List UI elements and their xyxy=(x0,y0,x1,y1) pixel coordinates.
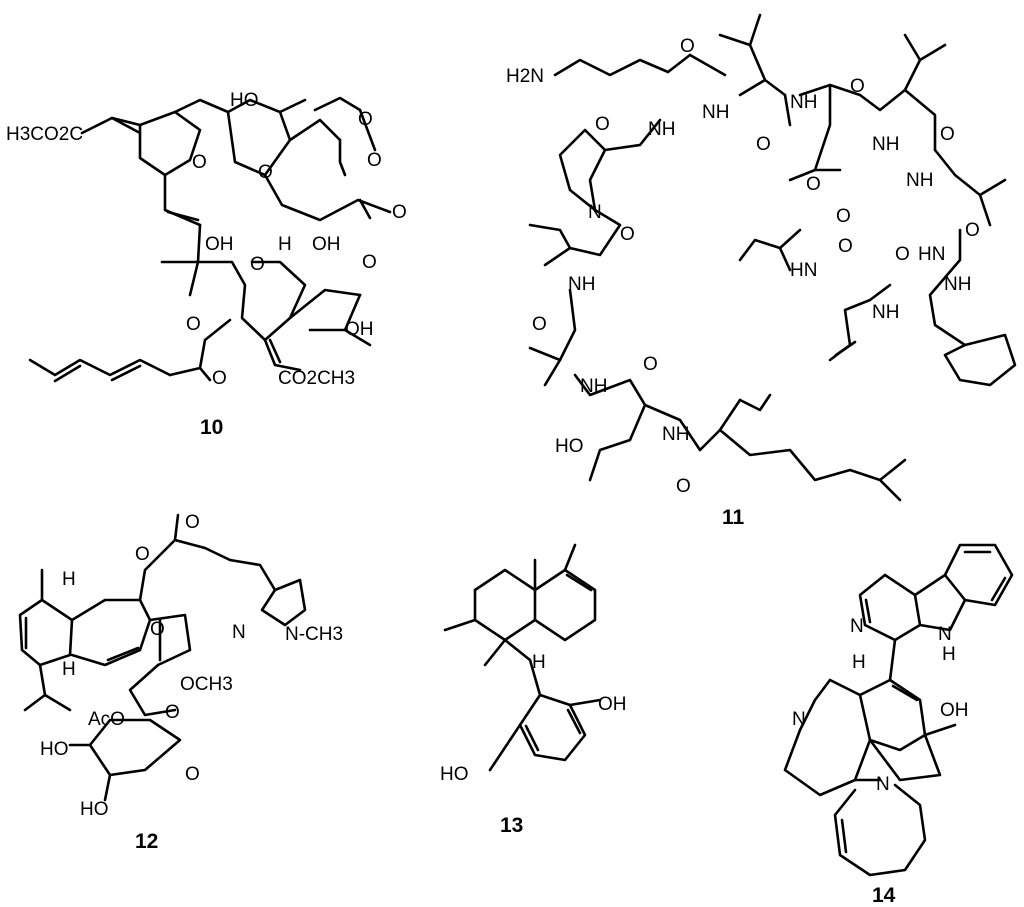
compound-13-label: 13 xyxy=(500,814,523,837)
c12-atom-hydroxyl-2: HO xyxy=(80,799,109,820)
c13-atom-hydrogen: H xyxy=(532,652,546,673)
c11-atom-nh-5: NH xyxy=(906,170,933,191)
compound-12-label: 12 xyxy=(135,830,158,853)
c11-atom-ester-oxygen: O xyxy=(806,174,821,195)
c12-atom-n-methyl: N-CH3 xyxy=(285,624,343,645)
c11-atom-nh-9: NH xyxy=(580,376,607,397)
c11-atom-nh-4: NH xyxy=(872,134,899,155)
c13-atom-hydroxyl-right: OH xyxy=(598,694,627,715)
c14-atom-amine-n-2: N xyxy=(876,774,890,795)
c11-atom-nh-1: NH xyxy=(648,119,675,140)
c11-atom-o-9: O xyxy=(532,314,547,335)
c10-atom-hydrogen: H xyxy=(278,234,292,255)
c11-atom-nh-3: NH xyxy=(790,92,817,113)
c14-atom-hydroxyl: OH xyxy=(940,700,969,721)
c11-atom-o-4: O xyxy=(940,124,955,145)
c14-atom-ring-h: H xyxy=(852,652,866,673)
c12-atom-bridge-oxygen: O xyxy=(150,619,165,640)
compound-13-structure xyxy=(443,543,602,772)
compound-10-label: 10 xyxy=(200,416,223,439)
c10-atom-acetate-carbonyl: O xyxy=(367,150,382,171)
c10-atom-lactone-oxygen: O xyxy=(362,252,377,273)
c10-atom-methyl-ester-right: CO2CH3 xyxy=(278,368,355,389)
c12-atom-h-bottom: H xyxy=(62,659,76,680)
c10-atom-ring-oxygen-right: O xyxy=(258,162,273,183)
compound-12-structure xyxy=(18,513,307,802)
c10-atom-ring-oxygen-left: O xyxy=(192,152,207,173)
c10-atom-lactone-carbonyl: O xyxy=(392,202,407,223)
c12-atom-hydroxyl-1: HO xyxy=(40,739,69,760)
compound-11-structure xyxy=(528,13,1017,502)
c10-atom-lower-ring-oxygen: O xyxy=(250,254,265,275)
compound-14-structure xyxy=(783,543,1014,877)
compound-10-structure xyxy=(28,96,392,383)
c10-atom-methyl-ester-left: H3CO2C xyxy=(6,124,83,145)
c11-atom-nh-8: NH xyxy=(872,302,899,323)
c11-atom-o-1: O xyxy=(680,36,695,57)
c11-atom-o-pro: O xyxy=(595,114,610,135)
c12-atom-glycoside-oxygen: O xyxy=(165,702,180,723)
c11-atom-nh-2: NH xyxy=(702,102,729,123)
c12-atom-acetoxy: AcO xyxy=(88,709,125,730)
c12-atom-ester-carbonyl: O xyxy=(185,512,200,533)
c11-atom-nh-10: NH xyxy=(662,424,689,445)
c11-atom-hn-1: HN xyxy=(918,244,945,265)
c14-atom-indole-h: H xyxy=(942,644,956,665)
c11-atom-amine: H2N xyxy=(506,66,544,87)
c10-atom-terminal-oh: OH xyxy=(345,319,374,340)
c12-atom-sugar-ring-oxygen: O xyxy=(185,764,200,785)
c11-atom-pro-n: N xyxy=(588,202,602,223)
compound-11-label: 11 xyxy=(722,506,745,529)
c11-atom-o-8: O xyxy=(895,244,910,265)
c10-atom-acetate-oxygen: O xyxy=(358,109,373,130)
c11-atom-o-10: O xyxy=(643,354,658,375)
c10-atom-hydroxyl-top: HO xyxy=(230,90,259,111)
compound-14-label: 14 xyxy=(872,884,896,907)
c10-atom-octadienoate-oxygen: O xyxy=(186,314,201,335)
c12-atom-imidazole-n: N xyxy=(232,622,246,643)
c14-atom-pyridine-n: N xyxy=(850,616,864,637)
c11-atom-o-3: O xyxy=(850,76,865,97)
c11-atom-thr-oh: HO xyxy=(555,436,584,457)
c10-atom-octadienoate-carbonyl: O xyxy=(212,368,227,389)
c11-atom-o-6: O xyxy=(965,220,980,241)
c14-atom-amine-n-1: N xyxy=(792,709,806,730)
c11-atom-nh-6: NH xyxy=(568,274,595,295)
c12-atom-h-top: H xyxy=(62,569,76,590)
c12-atom-ester-oxygen: O xyxy=(135,544,150,565)
c10-atom-hemiketal-oh: OH xyxy=(205,234,234,255)
c11-atom-ester-carbonyl: O xyxy=(836,206,851,227)
c11-atom-o-5: O xyxy=(620,224,635,245)
c11-atom-o-7: O xyxy=(838,236,853,257)
c11-atom-nh-7: NH xyxy=(944,274,971,295)
c11-atom-hn-2: HN xyxy=(790,260,817,281)
c11-atom-o-11: O xyxy=(676,476,691,497)
c11-atom-o-2: O xyxy=(756,134,771,155)
c13-atom-hydroxyl-left: HO xyxy=(440,764,469,785)
c10-atom-secondary-oh: OH xyxy=(312,234,341,255)
c12-atom-methoxy: OCH3 xyxy=(180,674,233,695)
c14-atom-indole-n: N xyxy=(938,624,952,645)
